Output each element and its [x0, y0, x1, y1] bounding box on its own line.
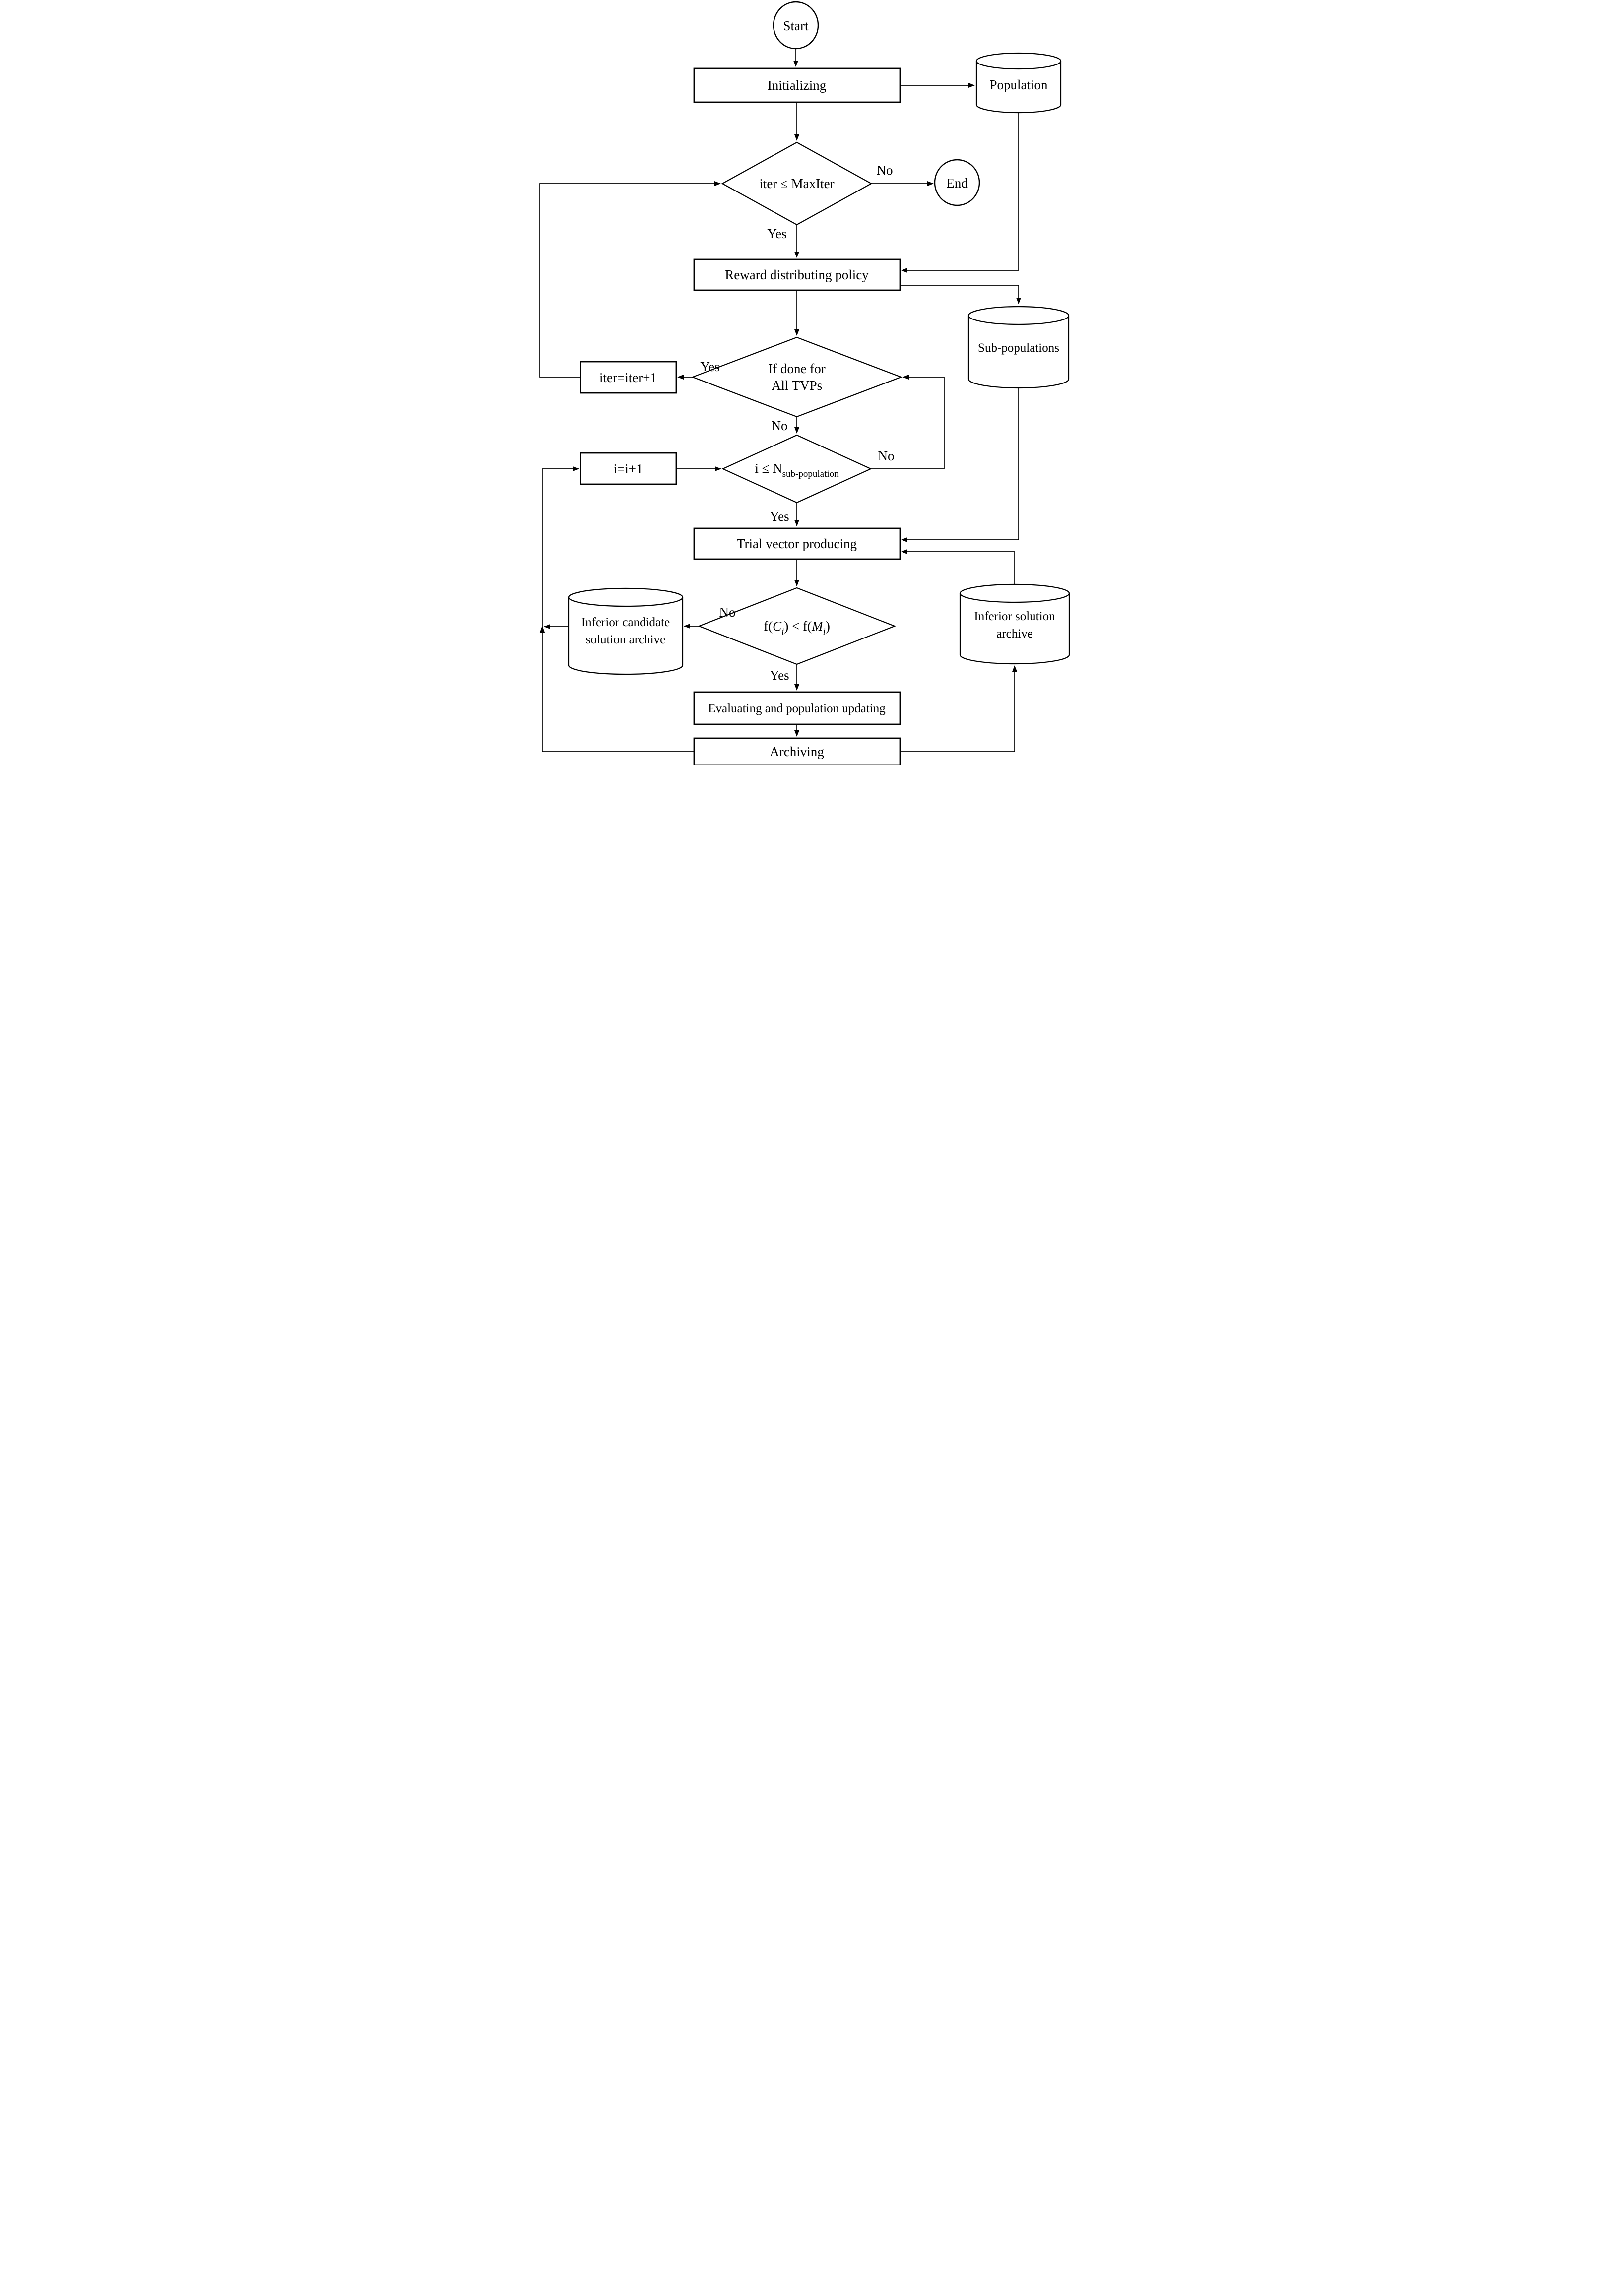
fitness-label-sub1: i: [781, 627, 784, 637]
iter-increment-label: iter=iter+1: [599, 370, 657, 385]
edge-i-check-no-loop-to-tvp-check: [871, 375, 945, 469]
i-check-label: i ≤ Nsub-population: [755, 461, 839, 479]
i-increment-label: i=i+1: [614, 461, 643, 476]
inferior-candidate-label-line1: Inferior candidate: [581, 616, 670, 629]
population-cylinder-rim: [975, 61, 1062, 70]
reward-node: [693, 258, 901, 291]
inferior-solution-label-line1: Inferior solution: [974, 610, 1055, 623]
edge-population-to-reward: [901, 113, 1019, 273]
fitness-label-var2: M: [811, 619, 824, 634]
trial-label: Trial vector producing: [737, 536, 857, 551]
population-label: Population: [989, 77, 1048, 92]
inferior-solution-label-line2: archive: [996, 627, 1033, 640]
tvp-check-label-line2: All TVPs: [772, 378, 822, 393]
inferior-candidate-cylinder-rim: [568, 597, 684, 607]
inferior-solution-node: [959, 583, 1070, 665]
initializing-node: [693, 67, 901, 103]
iter-check-node: [721, 141, 873, 226]
iter-increment-node: [580, 361, 677, 394]
end-label: End: [946, 176, 968, 191]
edge-label-tvp-yes: Yes: [700, 359, 719, 374]
i-check-label-subscript: sub-population: [782, 469, 839, 479]
edge-label-iter-no: No: [877, 163, 893, 178]
fitness-label-var1: C: [773, 619, 782, 634]
fitness-label-sub2: i: [823, 627, 826, 637]
fitness-check-label: f(Ci) < f(Mi): [764, 619, 830, 637]
evaluating-node: [693, 691, 901, 725]
fitness-label-p1: f(: [764, 619, 773, 634]
fitness-label-p3: ): [826, 619, 830, 634]
archiving-label: Archiving: [770, 744, 824, 759]
edge-archiving-to-inferior-solution: [900, 665, 1017, 752]
tvp-check-node: [691, 336, 903, 418]
archiving-node: [693, 737, 901, 765]
edge-label-iter-yes: Yes: [767, 226, 786, 241]
end-node: [934, 159, 980, 206]
sub-populations-label: Sub-populations: [978, 341, 1059, 355]
fitness-label-p2: ) < f(: [784, 619, 812, 634]
edge-label-fitness-yes: Yes: [770, 668, 789, 683]
i-check-label-prefix: i ≤ N: [755, 461, 782, 476]
flowchart-canvas: Start Initializing Population iter ≤ Max…: [537, 0, 1075, 765]
fitness-check-node: [697, 587, 897, 665]
tvp-check-label-line1: If done for: [768, 361, 825, 376]
iter-check-label: iter ≤ MaxIter: [759, 176, 834, 191]
edge-label-fitness-no: No: [719, 605, 736, 620]
i-check-node: [721, 434, 872, 504]
edge-label-i-no: No: [878, 448, 895, 463]
edge-iter-increment-loop-to-iter-check: [539, 181, 721, 378]
start-label: Start: [783, 18, 809, 33]
trial-node: [693, 527, 901, 560]
edge-label-tvp-no: No: [772, 418, 788, 433]
i-increment-node: [580, 452, 677, 485]
reward-label: Reward distributing policy: [725, 267, 869, 282]
flowchart-page: Start Initializing Population iter ≤ Max…: [537, 0, 1075, 765]
initializing-label: Initializing: [768, 78, 826, 93]
sub-populations-node: [967, 306, 1070, 389]
inferior-candidate-label-line2: solution archive: [586, 633, 665, 646]
edge-archiving-left-loop: [542, 469, 694, 752]
inferior-solution-cylinder-rim: [959, 593, 1070, 603]
edge-label-i-yes: Yes: [770, 509, 789, 524]
sub-populations-cylinder-rim: [967, 315, 1070, 325]
edge-reward-to-sub-populations: [900, 285, 1021, 304]
edge-sub-populations-to-trial: [901, 388, 1019, 542]
start-node: [773, 1, 819, 50]
evaluating-label: Evaluating and population updating: [708, 702, 886, 715]
inferior-candidate-node: [568, 587, 684, 675]
edge-inferior-solution-to-trial: [901, 549, 1015, 584]
